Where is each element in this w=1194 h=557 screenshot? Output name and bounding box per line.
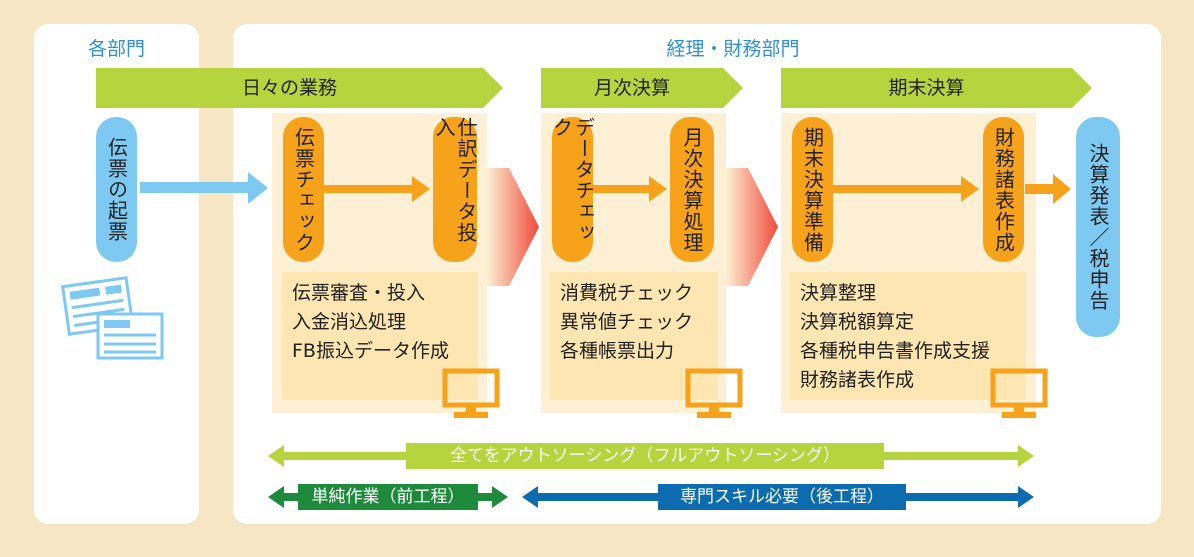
scope-label-full: 全てをアウトソーシング（フルアウトソーシング） — [450, 446, 840, 466]
stage-banner-yearend: 期末決算 — [781, 68, 1092, 108]
arrow-right-icon — [324, 176, 430, 202]
scope-label-skilled: 専門スキル必要（後工程） — [680, 487, 884, 507]
stage-banner-monthly: 月次決算 — [541, 68, 743, 108]
step-label: データチェック — [549, 117, 596, 243]
task-item: 各種帳票出力 — [560, 340, 675, 362]
stage-title: 期末決算 — [888, 77, 965, 99]
task-item: 消費税チェック — [560, 282, 694, 304]
step-label: 仕訳データ投入 — [432, 117, 478, 243]
computer-monitor-icon — [442, 368, 500, 418]
computer-monitor-icon — [685, 368, 743, 418]
stage-banner-daily: 日々の業務 — [96, 68, 503, 108]
arrow-right-icon — [140, 172, 268, 204]
step-pill-daily-1: 伝票チェック — [283, 117, 324, 262]
task-item: 財務諸表作成 — [800, 369, 915, 391]
accounting-title: 経理・財務部門 — [666, 38, 800, 60]
arrow-right-icon — [1025, 174, 1071, 204]
task-list-yearend: 決算整理 決算税額算定 各種税申告書作成支援 財務諸表作成 — [790, 272, 1026, 400]
computer-monitor-icon — [990, 368, 1048, 418]
task-item: 異常値チェック — [560, 311, 694, 333]
step-pill-yearend-2: 財務諸表作成 — [983, 117, 1024, 262]
task-item: 決算税額算定 — [800, 311, 915, 333]
department-step-label: 伝票の起票 — [104, 137, 129, 242]
task-item: 決算整理 — [800, 282, 877, 304]
final-step-pill: 決算発表／税申告 — [1076, 117, 1120, 337]
document-forms-icon — [60, 276, 164, 360]
scope-bar-simple: 単純作業（前工程） — [268, 484, 508, 510]
step-pill-daily-2: 仕訳データ投入 — [432, 117, 478, 262]
task-item: FB振込データ作成 — [292, 340, 449, 362]
step-label: 財務諸表作成 — [991, 126, 1016, 253]
department-title: 各部門 — [87, 38, 145, 60]
step-pill-yearend-1: 期末決算準備 — [792, 117, 833, 262]
stage-title: 月次決算 — [593, 77, 670, 99]
task-item: 入金消込処理 — [292, 311, 407, 333]
step-pill-monthly-2: 月次決算処理 — [670, 117, 714, 262]
arrow-right-icon — [833, 176, 979, 202]
department-step-pill: 伝票の起票 — [96, 117, 137, 262]
stage-title: 日々の業務 — [241, 77, 337, 99]
banner-arrow-shape — [781, 68, 1092, 108]
step-pill-monthly-1: データチェック — [549, 117, 596, 262]
arrow-right-icon — [593, 176, 667, 202]
step-label: 期末決算準備 — [800, 126, 825, 253]
banner-arrow-shape — [96, 68, 503, 108]
stage-transition-arrow-2 — [726, 168, 778, 286]
task-item: 伝票審査・投入 — [292, 282, 426, 304]
scope-label-simple: 単純作業（前工程） — [311, 487, 465, 507]
task-item: 各種税申告書作成支援 — [800, 340, 991, 362]
step-label: 伝票チェック — [291, 126, 316, 253]
stage-transition-arrow-1 — [487, 168, 539, 286]
scope-bar-skilled: 専門スキル必要（後工程） — [522, 484, 1034, 510]
banner-arrow-shape — [541, 68, 743, 108]
scope-bar-full: 全てをアウトソーシング（フルアウトソーシング） — [268, 443, 1034, 469]
step-label: 月次決算処理 — [680, 126, 704, 253]
final-step-label: 決算発表／税申告 — [1086, 143, 1110, 311]
